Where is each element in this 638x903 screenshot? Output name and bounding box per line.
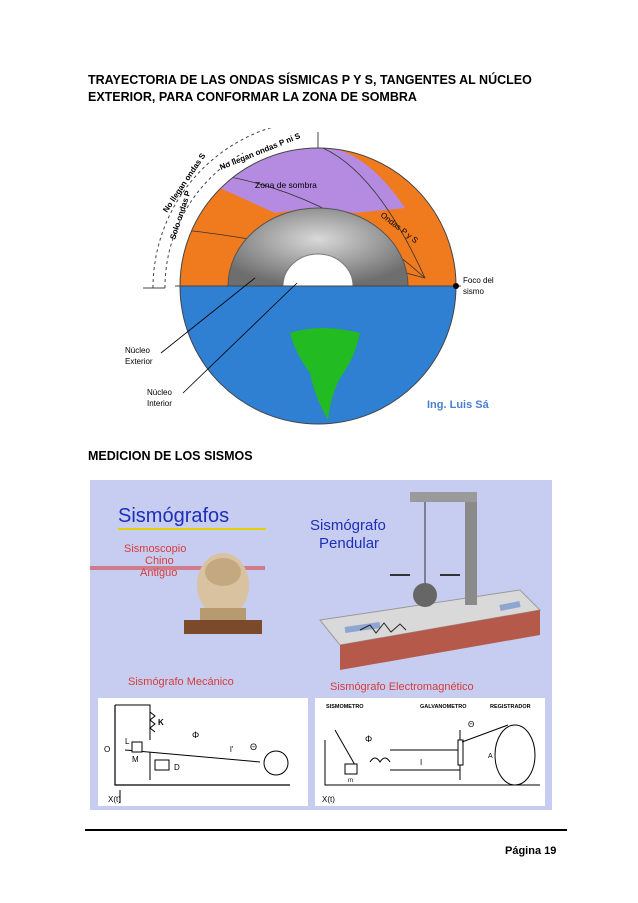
mech-o: O [104, 745, 110, 754]
electro-galvanometro: GALVANOMETRO [420, 704, 467, 710]
label-antiguo: Antiguo [140, 567, 177, 579]
chinese-seismoscope-image [184, 553, 262, 634]
label-sismografo-mecanico: Sismógrafo Mecánico [128, 676, 234, 688]
mech-xt: X(t) [108, 795, 121, 804]
outer-arc-guide-2 [164, 152, 244, 289]
shadow-zone [220, 148, 405, 213]
measurement-heading: MEDICION DE LOS SISMOS [88, 449, 253, 463]
label-sismografo-pendular-1: Sismógrafo [310, 517, 386, 534]
mech-lprime: l' [230, 745, 234, 754]
mech-phi: Φ [192, 730, 199, 740]
electro-m: m [348, 778, 353, 784]
pendulum-seismograph-image [319, 492, 542, 670]
earth-heading-line-2: EXTERIOR, PARA CONFORMAR LA ZONA DE SOMB… [88, 90, 417, 104]
label-sismografo-pendular-2: Pendular [319, 535, 379, 552]
electro-sismometro: SISMOMETRO [326, 704, 364, 710]
label-sismoscopio: Sismoscopio [124, 543, 186, 555]
electro-a: A [488, 753, 493, 760]
earth-shadow-zone-figure: Solo ondas P No llegan ondas S No llegan… [125, 128, 494, 425]
label-foco-2: sismo [463, 287, 484, 296]
electro-theta: Θ [468, 720, 474, 729]
label-sismografo-electromagnetico: Sismógrafo Electromagnético [330, 681, 474, 693]
label-nucleo-ext-1: Núcleo [125, 346, 150, 355]
mechanical-seismograph-diagram: K Φ O L M D l' Θ X(t) [98, 698, 308, 806]
mech-d: D [174, 763, 180, 772]
label-nucleo-int-2: Interior [147, 399, 172, 408]
mech-k: K [158, 718, 164, 727]
label-nucleo-int-1: Núcleo [147, 388, 172, 397]
seismographs-figure: Sismógrafos Sismoscopio Chino Antiguo Si… [90, 480, 552, 810]
mech-m: M [132, 755, 139, 764]
label-zona-sombra: Zona de sombra [255, 180, 317, 190]
electro-phi: Φ [365, 734, 372, 744]
dotted-band [90, 566, 265, 570]
inner-core [282, 253, 354, 287]
credit-ing-luis-sa: Ing. Luis Sá [427, 399, 490, 411]
sismografos-title: Sismógrafos [118, 505, 229, 527]
outer-arc-guide [152, 128, 272, 289]
electromagnetic-seismograph-diagram: SISMOMETRO GALVANOMETRO REGISTRADOR Φ I … [315, 698, 545, 806]
label-foco-1: Foco del [463, 276, 494, 285]
mech-l: L [125, 737, 130, 746]
footer-rule [85, 829, 567, 831]
mech-theta: Θ [250, 742, 257, 752]
earth-heading-line-1: TRAYECTORIA DE LAS ONDAS SÍSMICAS P Y S,… [88, 73, 532, 87]
outer-core [227, 207, 409, 287]
page-number: Página 19 [505, 845, 557, 857]
earthquake-focus-dot [453, 283, 459, 289]
label-chino: Chino [145, 555, 174, 567]
electro-registrador: REGISTRADOR [490, 704, 531, 710]
label-nucleo-ext-2: Exterior [125, 357, 153, 366]
electro-xt: X(t) [322, 795, 335, 804]
electro-i: I [420, 758, 422, 767]
earth-figure-heading: TRAYECTORIA DE LAS ONDAS SÍSMICAS P Y S,… [88, 72, 558, 106]
continent-land [290, 328, 360, 420]
